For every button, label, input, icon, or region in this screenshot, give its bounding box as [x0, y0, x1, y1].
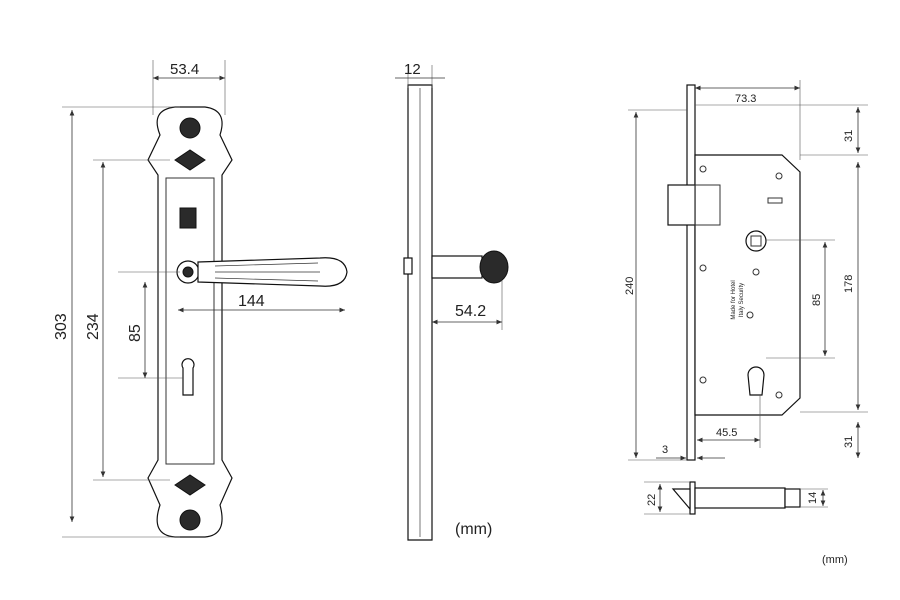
dim-faceplate-height: 240	[624, 277, 636, 295]
follower-hub	[745, 230, 767, 252]
dim-top-offset: 31	[843, 130, 855, 142]
cylinder-hole	[747, 366, 765, 396]
handle-front-view: 53.4 303 234 85 144	[53, 60, 348, 538]
latch-faceplate	[689, 481, 696, 515]
dim-latch-body-height: 14	[807, 492, 819, 504]
latch-spring	[694, 184, 721, 226]
dim-body-height: 178	[843, 275, 855, 293]
spindle	[403, 257, 413, 275]
lock-body-view: Made for Hotel Italy Security 73.3 240 3…	[624, 80, 868, 566]
latch-body	[694, 487, 786, 509]
dim-inner-height: 234	[85, 313, 102, 340]
dim-projection: 54.2	[455, 303, 486, 320]
side-lever-end	[479, 250, 509, 284]
lever-grooves	[214, 262, 320, 282]
dim-backset-width: 73.3	[735, 93, 756, 105]
dim-total-height: 303	[53, 313, 70, 340]
dim-faceplate-thickness: 3	[662, 444, 668, 456]
top-ornament	[174, 149, 206, 171]
top-screw	[179, 117, 201, 139]
bottom-screw	[179, 509, 201, 531]
plate-inner-panel	[165, 177, 215, 465]
side-lever-neck	[431, 255, 483, 279]
latch-bolt	[667, 184, 696, 226]
dim-width: 53.4	[170, 61, 199, 78]
latch-end	[784, 488, 801, 508]
case-screws	[699, 165, 783, 399]
units-label-side: (mm)	[455, 521, 492, 538]
faceplate	[686, 84, 696, 461]
dim-bottom-offset: 31	[843, 436, 855, 448]
backplate	[147, 106, 233, 538]
units-label-lock: (mm)	[822, 554, 848, 566]
keyhole	[181, 358, 195, 396]
dim-center-distance-lock: 85	[811, 294, 823, 306]
dim-latch-height: 22	[646, 494, 658, 506]
case-text-1: Made for Hotel	[731, 280, 737, 319]
case-text-2: Italy Security	[739, 283, 745, 317]
dim-backset: 45.5	[716, 427, 737, 439]
dim-thickness: 12	[404, 61, 421, 78]
slot	[767, 197, 783, 204]
handle-side-view: 12 54.2 (mm)	[395, 61, 509, 541]
dim-center-distance: 85	[127, 324, 144, 342]
bottom-ornament	[174, 474, 206, 496]
spindle-hub	[182, 266, 194, 278]
latch-tongue	[671, 488, 691, 511]
lock-case	[694, 154, 801, 416]
dim-lever-length: 144	[238, 293, 265, 310]
logo-badge	[179, 207, 197, 229]
